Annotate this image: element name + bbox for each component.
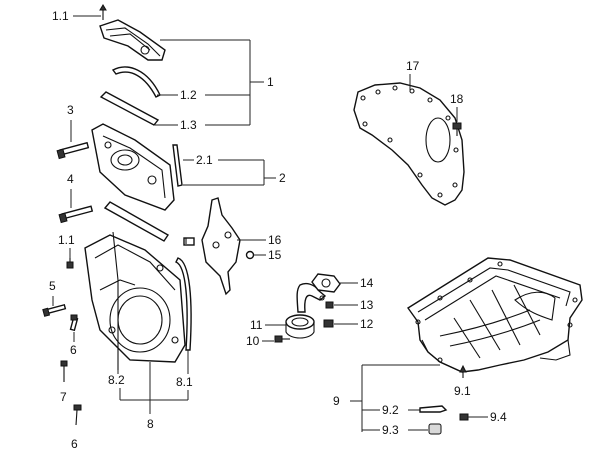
bolt-6-lower [73, 404, 82, 426]
label-1-1-top: 1.1 [52, 9, 69, 23]
label-5: 5 [49, 279, 56, 293]
label-3: 3 [67, 103, 74, 117]
label-11: 11 [250, 318, 263, 332]
lower-timing-cover [84, 234, 186, 363]
rear-plate-17 [353, 82, 465, 206]
bolt-1-1-top [73, 4, 107, 20]
bolt-16-side [183, 237, 195, 246]
label-1-2: 1.2 [180, 88, 197, 102]
bolt-9-4 [459, 413, 488, 421]
bolt-7 [60, 360, 68, 382]
bolt-3 [56, 141, 90, 160]
plug-9-3 [408, 423, 442, 435]
bolt-18 [452, 122, 462, 136]
label-6-lower: 6 [71, 437, 78, 451]
drain-plug-9-1 [459, 364, 467, 378]
label-2: 2 [279, 171, 286, 185]
bolt-1-1-mid [66, 258, 74, 269]
label-10: 10 [246, 334, 260, 348]
bolt-10 [274, 335, 290, 343]
label-14: 14 [360, 276, 374, 290]
bolt-13 [325, 301, 334, 309]
bolt-6-upper [69, 314, 79, 332]
seal-8-2 [112, 231, 119, 370]
label-7: 7 [60, 390, 67, 404]
label-9-2: 9.2 [382, 403, 399, 417]
label-12: 12 [360, 317, 374, 331]
label-18: 18 [450, 92, 464, 106]
label-16: 16 [268, 233, 282, 247]
label-6-upper: 6 [70, 343, 77, 357]
bolt-4 [58, 205, 94, 224]
label-1: 1 [267, 75, 274, 89]
gasket-2-1 [172, 144, 183, 187]
middle-timing-cover [91, 123, 175, 211]
bracket-16 [201, 197, 241, 296]
label-9-3: 9.3 [382, 423, 399, 437]
bolt-5 [42, 303, 67, 317]
label-15: 15 [268, 248, 282, 262]
label-8-1: 8.1 [176, 375, 193, 389]
part-9-2 [408, 405, 448, 413]
label-1-3: 1.3 [180, 118, 197, 132]
gasket-8-2-upper [103, 201, 169, 242]
label-4: 4 [67, 172, 74, 186]
label-8: 8 [147, 417, 154, 431]
oil-pickup-11 [285, 282, 327, 339]
label-2-1: 2.1 [196, 153, 213, 167]
label-13: 13 [360, 298, 374, 312]
washer-15 [245, 250, 255, 260]
oil-pan-9 [406, 257, 583, 373]
seal-1-2 [111, 66, 161, 98]
label-1-1-mid: 1.1 [58, 233, 75, 247]
label-9-1: 9.1 [454, 384, 471, 398]
label-8-2: 8.2 [108, 373, 125, 387]
label-9-4: 9.4 [490, 410, 507, 424]
nut-12 [323, 319, 334, 328]
upper-timing-cover [99, 19, 166, 61]
label-9: 9 [333, 394, 340, 408]
gasket-1-3 [99, 91, 160, 126]
label-17: 17 [406, 59, 420, 73]
